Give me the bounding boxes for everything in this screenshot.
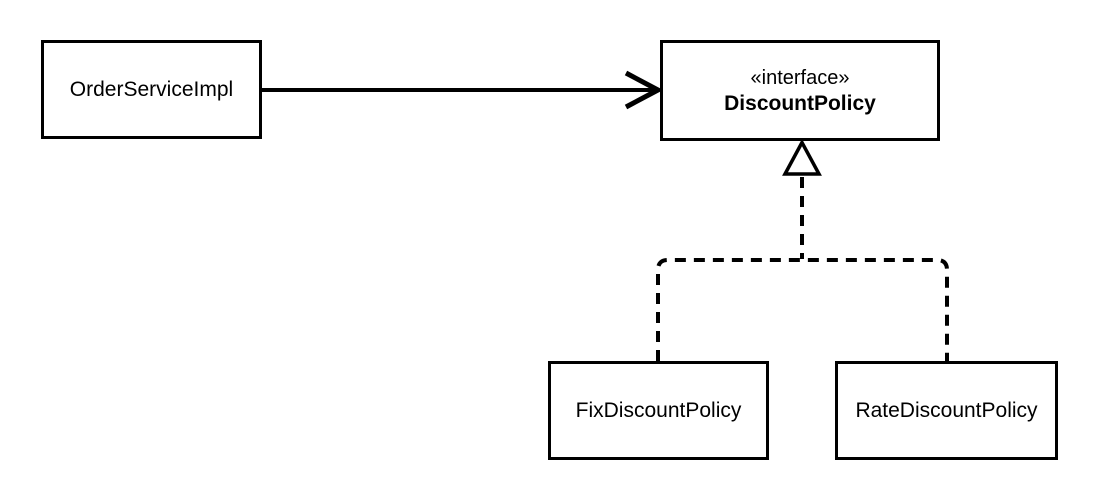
interface-box-discountpolicy: «interface» DiscountPolicy (660, 40, 940, 141)
class-box-orderserviceimpl: OrderServiceImpl (41, 40, 262, 139)
stereotype-label: «interface» (750, 66, 850, 89)
class-label: OrderServiceImpl (69, 77, 234, 101)
class-box-ratediscountpolicy: RateDiscountPolicy (835, 361, 1058, 460)
interface-label: DiscountPolicy (724, 91, 876, 115)
class-label: RateDiscountPolicy (855, 398, 1038, 422)
realization-dashed-connector (656, 258, 949, 361)
hollow-triangle-arrowhead-icon (782, 138, 822, 176)
class-label: FixDiscountPolicy (575, 398, 742, 422)
class-box-fixdiscountpolicy: FixDiscountPolicy (548, 361, 769, 460)
open-arrowhead-icon (624, 70, 664, 110)
